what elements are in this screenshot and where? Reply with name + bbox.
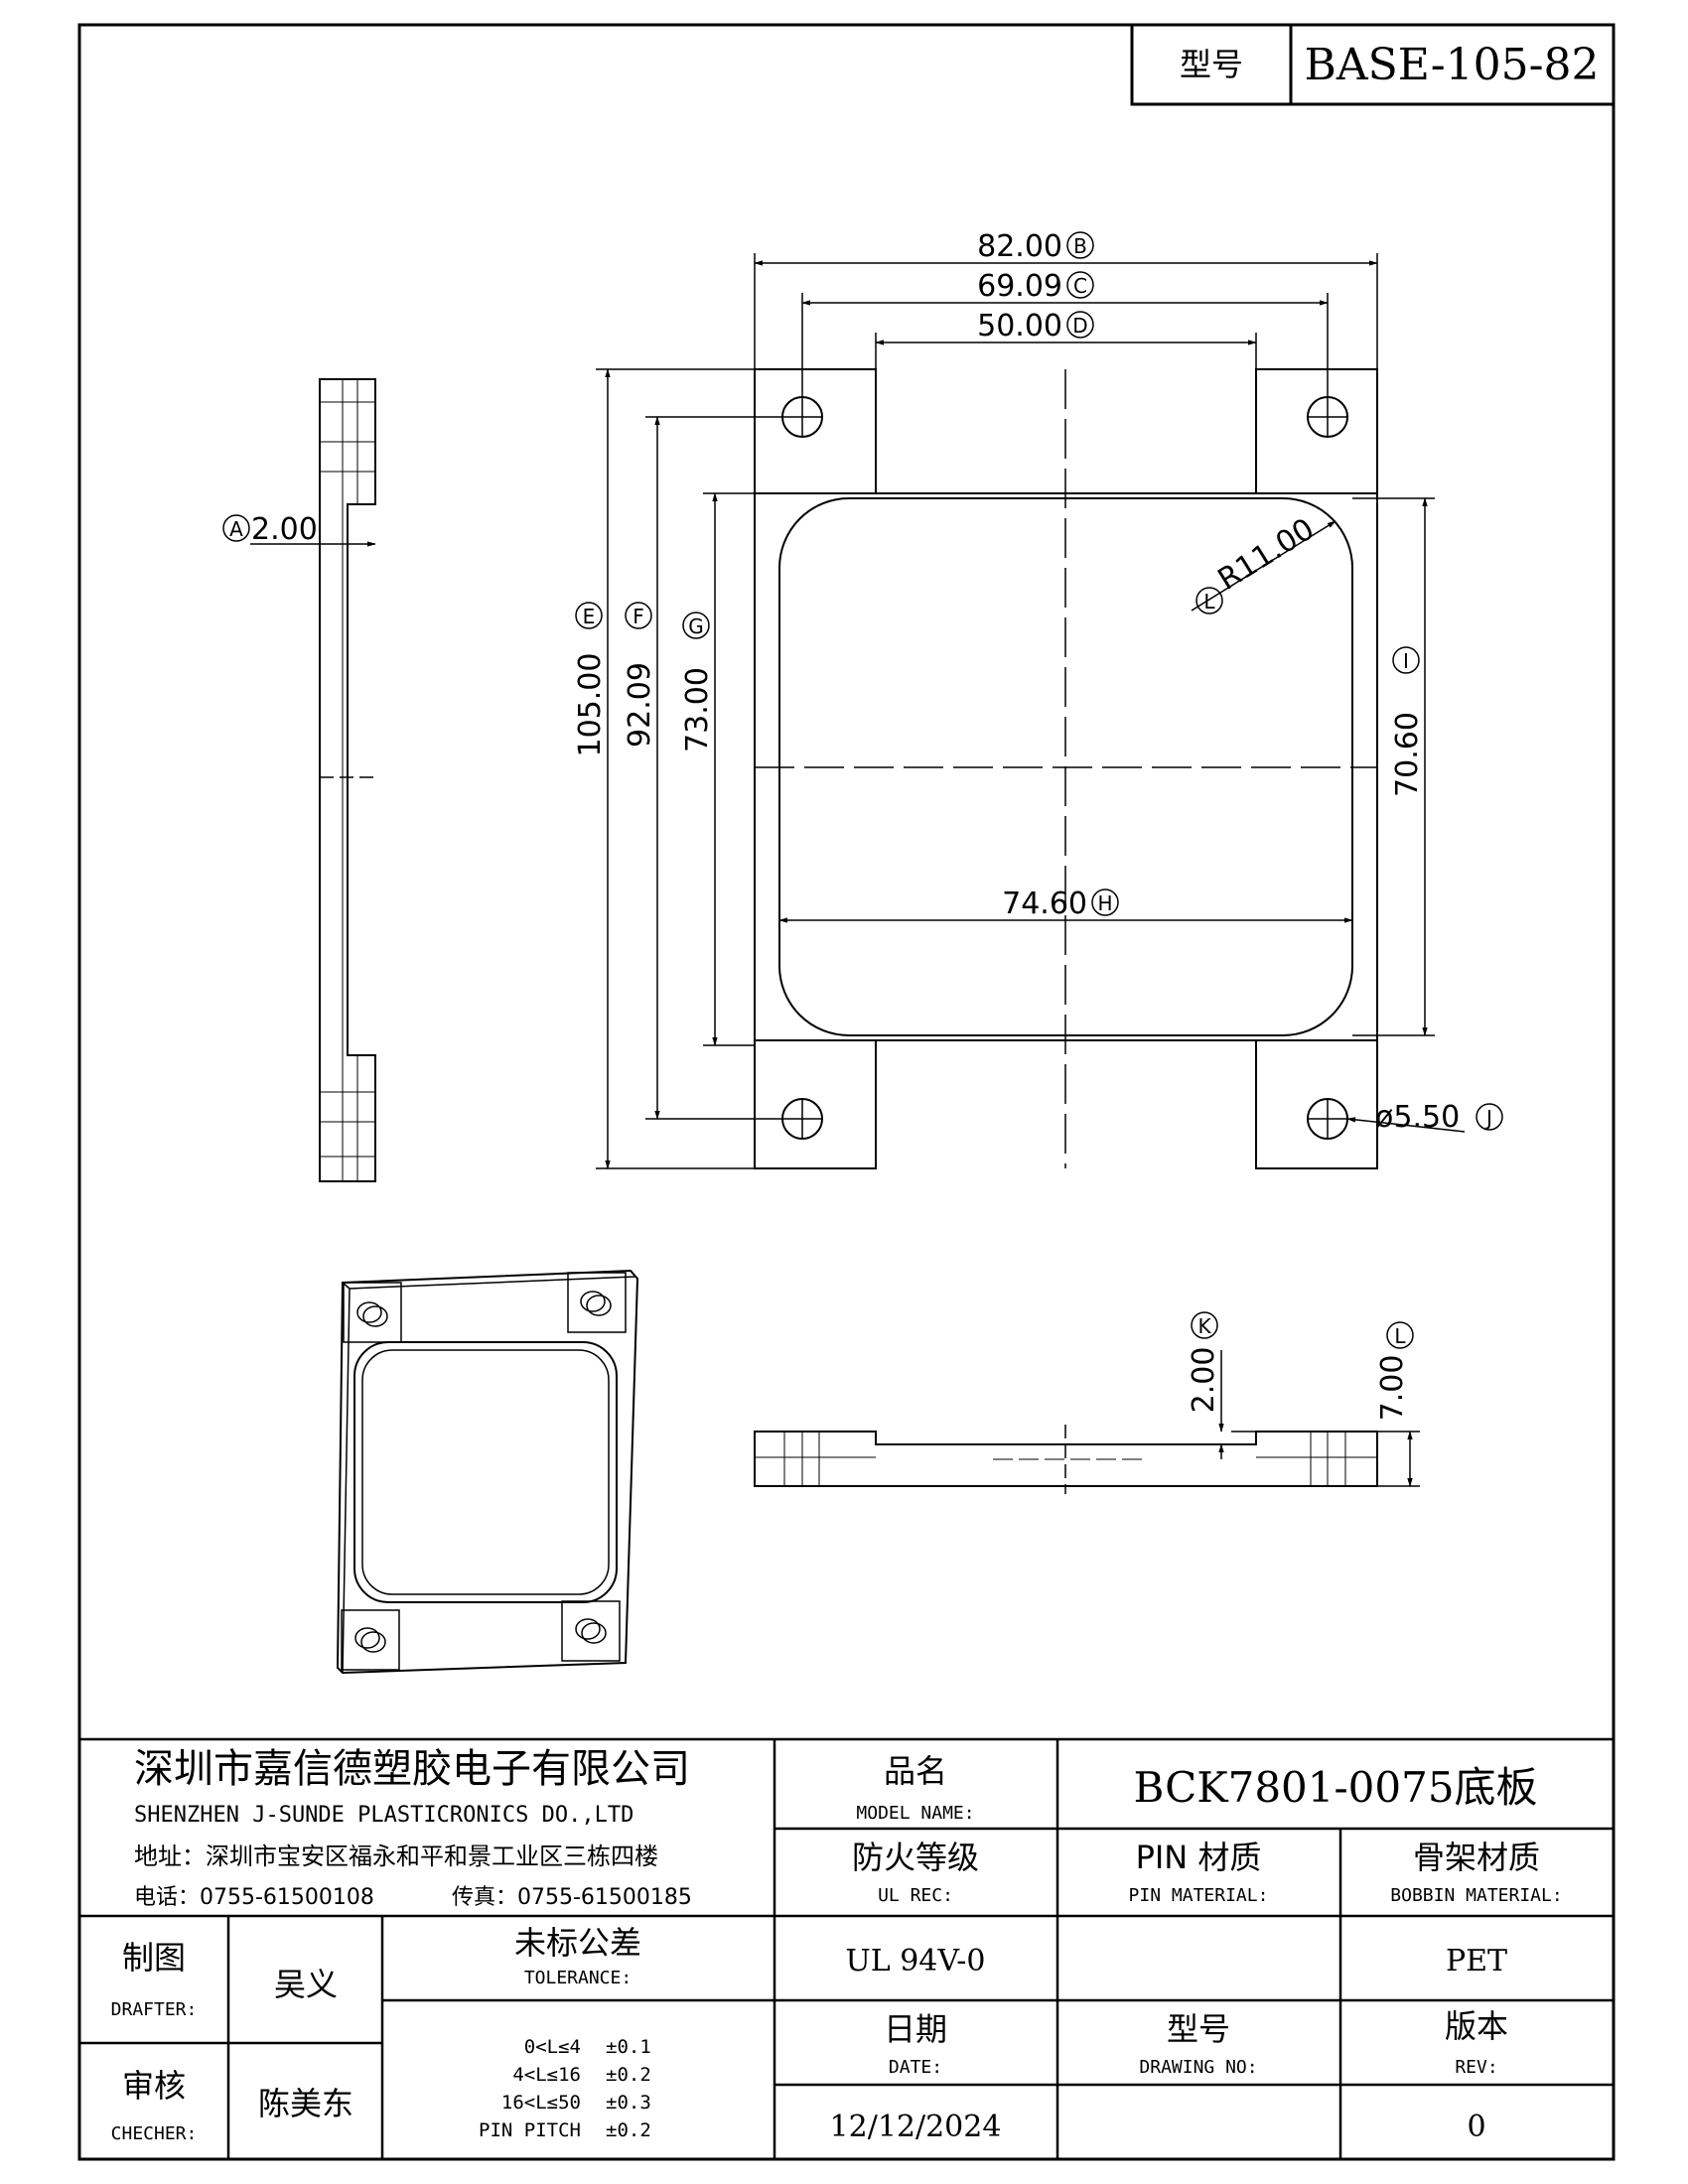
tolerance-range-4: PIN PITCH (479, 2119, 581, 2141)
tolerance-value-4: ±0.2 (606, 2119, 651, 2141)
drawing-label-cn: 型号 (1167, 2010, 1230, 2048)
dim-g-tag: G (688, 614, 704, 638)
dim-e-tag: E (583, 605, 596, 628)
product-label-en: MODEL NAME: (856, 1803, 974, 1824)
header-model-value: BASE-105-82 (1305, 40, 1600, 90)
checker-label-en: CHECHER: (111, 2123, 198, 2144)
header-model-label: 型号 (1180, 46, 1243, 83)
mount-hole-bottom-right (1307, 1098, 1348, 1140)
date-label-cn: 日期 (884, 2010, 947, 2048)
company-phone: 电话：0755-61500108 (134, 1885, 374, 1910)
tolerance-value-1: ±0.1 (606, 2036, 651, 2058)
dim-c-tag: C (1073, 274, 1087, 298)
side-profile (319, 378, 376, 1182)
dim-d-tag: D (1072, 314, 1087, 338)
tolerance-value-3: ±0.3 (606, 2092, 651, 2114)
tolerance-value-2: ±0.2 (606, 2064, 651, 2086)
dim-f-value: 92.09 (623, 662, 657, 748)
date-value: 12/12/2024 (830, 2110, 1002, 2144)
rev-label-en: REV: (1455, 2057, 1497, 2078)
ul-value: UL 94V-0 (845, 1944, 985, 1979)
drafter-label-cn: 制图 (122, 1939, 186, 1977)
drawing-label-en: DRAWING NO: (1139, 2057, 1257, 2078)
mount-hole-bottom-left (781, 1098, 823, 1140)
drafter-value: 吴义 (274, 1966, 338, 2003)
tolerance-range-1: 0<L≤4 (524, 2036, 581, 2058)
sheet-border (77, 23, 1616, 2161)
dim-i-tag: I (1403, 649, 1409, 673)
company-name-en: SHENZHEN J-SUNDE PLASTICRONICS DO.,LTD (134, 1803, 633, 1828)
tolerance-label-cn: 未标公差 (514, 1924, 641, 1962)
company-address: 地址：深圳市宝安区福永和平和景工业区三栋四楼 (134, 1843, 658, 1870)
dim-i-value: 70.60 (1390, 712, 1425, 797)
dim-b-tag: B (1073, 234, 1087, 258)
drafter-label-en: DRAFTER: (111, 1999, 198, 2020)
dim-g-value: 73.00 (680, 667, 715, 752)
iso-window-outer (353, 1341, 618, 1603)
dim-l-value: 7.00 (1375, 1355, 1410, 1422)
dim-a-tag: A (229, 517, 243, 541)
front-view-labels: K 2.00 L 7.00 (1187, 1311, 1414, 1422)
tolerance-range-2: 4<L≤16 (512, 2064, 581, 2086)
checker-value: 陈美东 (258, 2085, 353, 2122)
product-label-cn: 品名 (884, 1752, 947, 1790)
pin-label-cn: PIN 材质 (1136, 1839, 1262, 1876)
top-view (596, 253, 1466, 1169)
dim-c-value: 69.09 (977, 269, 1062, 304)
bobbin-label-en: BOBBIN MATERIAL: (1390, 1885, 1562, 1906)
title-block (79, 1737, 1614, 2159)
rev-label-cn: 版本 (1445, 2007, 1508, 2045)
company-block: 深圳市嘉信德塑胶电子有限公司 SHENZHEN J-SUNDE PLASTICR… (134, 1746, 692, 1910)
mount-hole-top-left (781, 396, 823, 438)
dim-j-value: ø5.50 (1375, 1100, 1460, 1135)
iso-window-inner (361, 1349, 610, 1595)
dim-j-tag: J (1484, 1106, 1492, 1130)
tolerance-range-3: 16<L≤50 (501, 2092, 581, 2114)
header-model-box: 型号 BASE-105-82 (1130, 23, 1616, 106)
dim-f-tag: F (633, 605, 644, 628)
ul-label-en: UL REC: (878, 1885, 953, 1906)
leader-radius (1191, 520, 1336, 612)
product-value: BCK7801-0075底板 (1133, 1763, 1537, 1812)
bobbin-label-cn: 骨架材质 (1413, 1839, 1540, 1876)
dim-h-tag: H (1097, 891, 1112, 915)
dim-r-tag: L (1203, 590, 1215, 614)
title-cells: 品名 MODEL NAME: BCK7801-0075底板 防火等级 UL RE… (111, 1752, 1563, 2144)
side-view (250, 378, 376, 1182)
mount-hole-top-right (1307, 396, 1348, 438)
company-name-cn: 深圳市嘉信德塑胶电子有限公司 (134, 1746, 690, 1792)
dim-k-value: 2.00 (1187, 1347, 1221, 1414)
dim-l-tag: L (1394, 1324, 1406, 1348)
dim-r-value: R11.00 (1212, 512, 1321, 598)
leader-hole (1346, 1117, 1466, 1133)
isometric-view (336, 1269, 639, 1675)
dim-k-tag: K (1197, 1314, 1211, 1338)
dim-d-value: 50.00 (977, 309, 1062, 343)
dim-a-value: 2.00 (251, 512, 318, 547)
dim-h-value: 74.60 (1002, 887, 1087, 921)
ul-label-cn: 防火等级 (852, 1839, 979, 1876)
iso-outline (336, 1269, 639, 1675)
dim-b-value: 82.00 (977, 229, 1062, 264)
pin-label-en: PIN MATERIAL: (1129, 1885, 1269, 1906)
bobbin-value: PET (1446, 1944, 1507, 1979)
tolerance-label-en: TOLERANCE: (524, 1968, 632, 1988)
company-fax: 传真：0755-61500185 (452, 1885, 692, 1910)
side-view-labels: A 2.00 (222, 512, 318, 547)
date-label-en: DATE: (889, 2057, 942, 2078)
rev-value: 0 (1467, 2110, 1485, 2144)
front-view (754, 1350, 1420, 1494)
checker-label-cn: 审核 (122, 2067, 186, 2105)
top-view-labels: 82.00 B 69.09 C 50.00 D 74.60 H 105.00 E… (573, 229, 1503, 1135)
dim-e-value: 105.00 (573, 653, 608, 757)
